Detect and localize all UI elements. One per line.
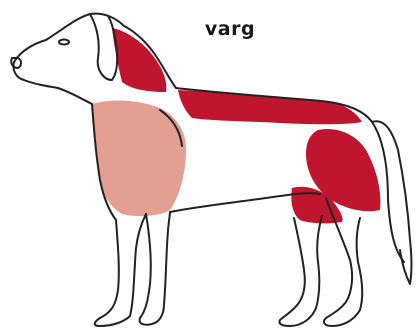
region-back — [178, 90, 362, 124]
outline-throat — [13, 62, 92, 104]
eye-icon — [59, 40, 69, 45]
outline-ear — [90, 14, 117, 80]
outline-front-leg-far — [140, 212, 170, 325]
outline-front-leg-near — [95, 214, 146, 326]
outline-hind-leg-far — [279, 216, 322, 326]
highlighted-regions — [92, 28, 380, 223]
